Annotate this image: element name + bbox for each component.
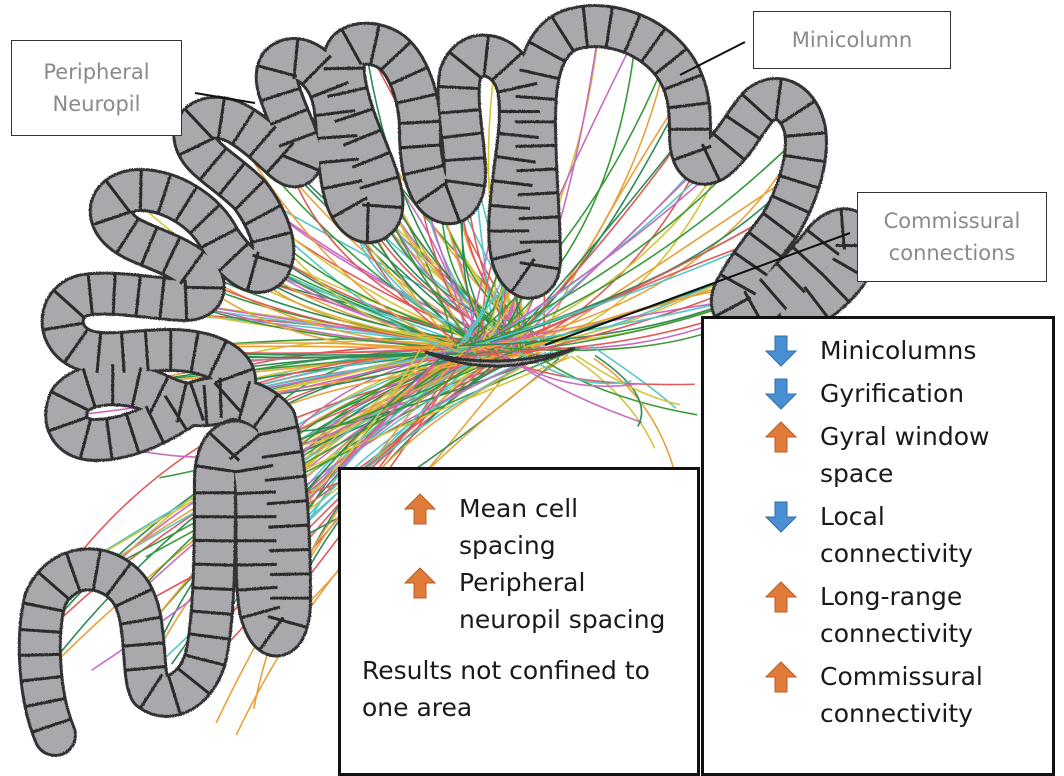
minicolumn-callout: Minicolumn bbox=[753, 11, 951, 69]
minicolumn-tick bbox=[220, 378, 221, 418]
commissural-callout: Commissural connections bbox=[857, 192, 1047, 282]
commissural-line-2: connections bbox=[858, 237, 1046, 269]
peripheral-line-2: Neuropil bbox=[12, 88, 181, 120]
legend-item-gyrification: Gyrification bbox=[704, 375, 1052, 412]
up-arrow-icon bbox=[764, 580, 798, 614]
down-arrow-icon bbox=[764, 377, 798, 411]
legend-text: Commissural bbox=[820, 658, 1052, 695]
minicolumn-tick bbox=[270, 574, 310, 575]
minicolumn-label: Minicolumn bbox=[754, 24, 950, 56]
legend-item-local-connectivity: Local connectivity bbox=[704, 498, 1052, 572]
legend-text: space bbox=[820, 455, 1052, 492]
legend-text: Peripheral bbox=[459, 564, 697, 601]
note-line-2: one area bbox=[362, 689, 697, 726]
legend-text: connectivity bbox=[820, 535, 1052, 572]
legend-item-gyral-window-space: Gyral window space bbox=[704, 418, 1052, 492]
legend-text: Mean cell bbox=[459, 490, 697, 527]
minicolumn-tick bbox=[236, 492, 276, 494]
minicolumn-tick bbox=[520, 241, 560, 242]
legend-text: connectivity bbox=[820, 615, 1052, 652]
down-arrow-icon bbox=[764, 334, 798, 368]
up-arrow-icon bbox=[764, 420, 798, 454]
minicolumn-tick bbox=[439, 87, 479, 89]
legend-text: Minicolumns bbox=[820, 332, 1052, 369]
minicolumn-tick bbox=[268, 525, 308, 527]
minicolumn-tick bbox=[519, 217, 559, 219]
minicolumn-tick bbox=[194, 564, 234, 565]
fiber-tract bbox=[591, 346, 676, 409]
legend-item-mean-cell-spacing: Mean cell spacing bbox=[341, 490, 697, 564]
minicolumn-tick bbox=[237, 564, 277, 565]
minicolumn-tick bbox=[515, 145, 555, 146]
legend-text: spacing bbox=[459, 527, 697, 564]
legend-item-long-range-connectivity: Long-range connectivity bbox=[704, 578, 1052, 652]
minicolumn-tick bbox=[184, 287, 224, 288]
minicolumn-tick bbox=[140, 170, 141, 210]
peripheral-line-1: Peripheral bbox=[12, 56, 181, 88]
legend-note: Results not confined to one area bbox=[341, 652, 697, 726]
legend-text: Gyral window bbox=[820, 418, 1052, 455]
minicolumn-tick bbox=[367, 202, 368, 242]
up-arrow-icon bbox=[764, 660, 798, 694]
legend-text: neuropil spacing bbox=[459, 601, 697, 638]
legend-text: Gyrification bbox=[820, 375, 1052, 412]
legend-item-minicolumns: Minicolumns bbox=[704, 332, 1052, 369]
minicolumn-tick bbox=[195, 540, 235, 541]
minicolumn-tick bbox=[193, 588, 233, 590]
minicolumn-tick bbox=[20, 654, 60, 655]
legend-text: Long-range bbox=[820, 578, 1052, 615]
minicolumn-tick bbox=[269, 550, 309, 551]
commissural-line-1: Commissural bbox=[858, 205, 1046, 237]
peripheral-neuropil-callout: Peripheral Neuropil bbox=[11, 40, 182, 136]
legend-item-peripheral-neuropil-spacing: Peripheral neuropil spacing bbox=[341, 564, 697, 638]
note-line-1: Results not confined to bbox=[362, 652, 697, 689]
minicolumn-tick bbox=[400, 121, 440, 123]
up-arrow-icon bbox=[403, 492, 437, 526]
minicolumn-tick bbox=[518, 193, 558, 195]
up-arrow-icon bbox=[403, 566, 437, 600]
findings-legend-connectivity: Minicolumns Gyrification Gyral window sp… bbox=[701, 316, 1055, 776]
legend-item-commissural-connectivity: Commissural connectivity bbox=[704, 658, 1052, 732]
minicolumn-tick bbox=[324, 68, 364, 69]
legend-text: connectivity bbox=[820, 695, 1052, 732]
down-arrow-icon bbox=[764, 500, 798, 534]
legend-text: Local bbox=[820, 498, 1052, 535]
minicolumn-tick bbox=[516, 169, 556, 171]
findings-legend-cellular: Mean cell spacing Peripheral neuropil sp… bbox=[338, 467, 700, 776]
minicolumn-tick bbox=[113, 274, 115, 314]
